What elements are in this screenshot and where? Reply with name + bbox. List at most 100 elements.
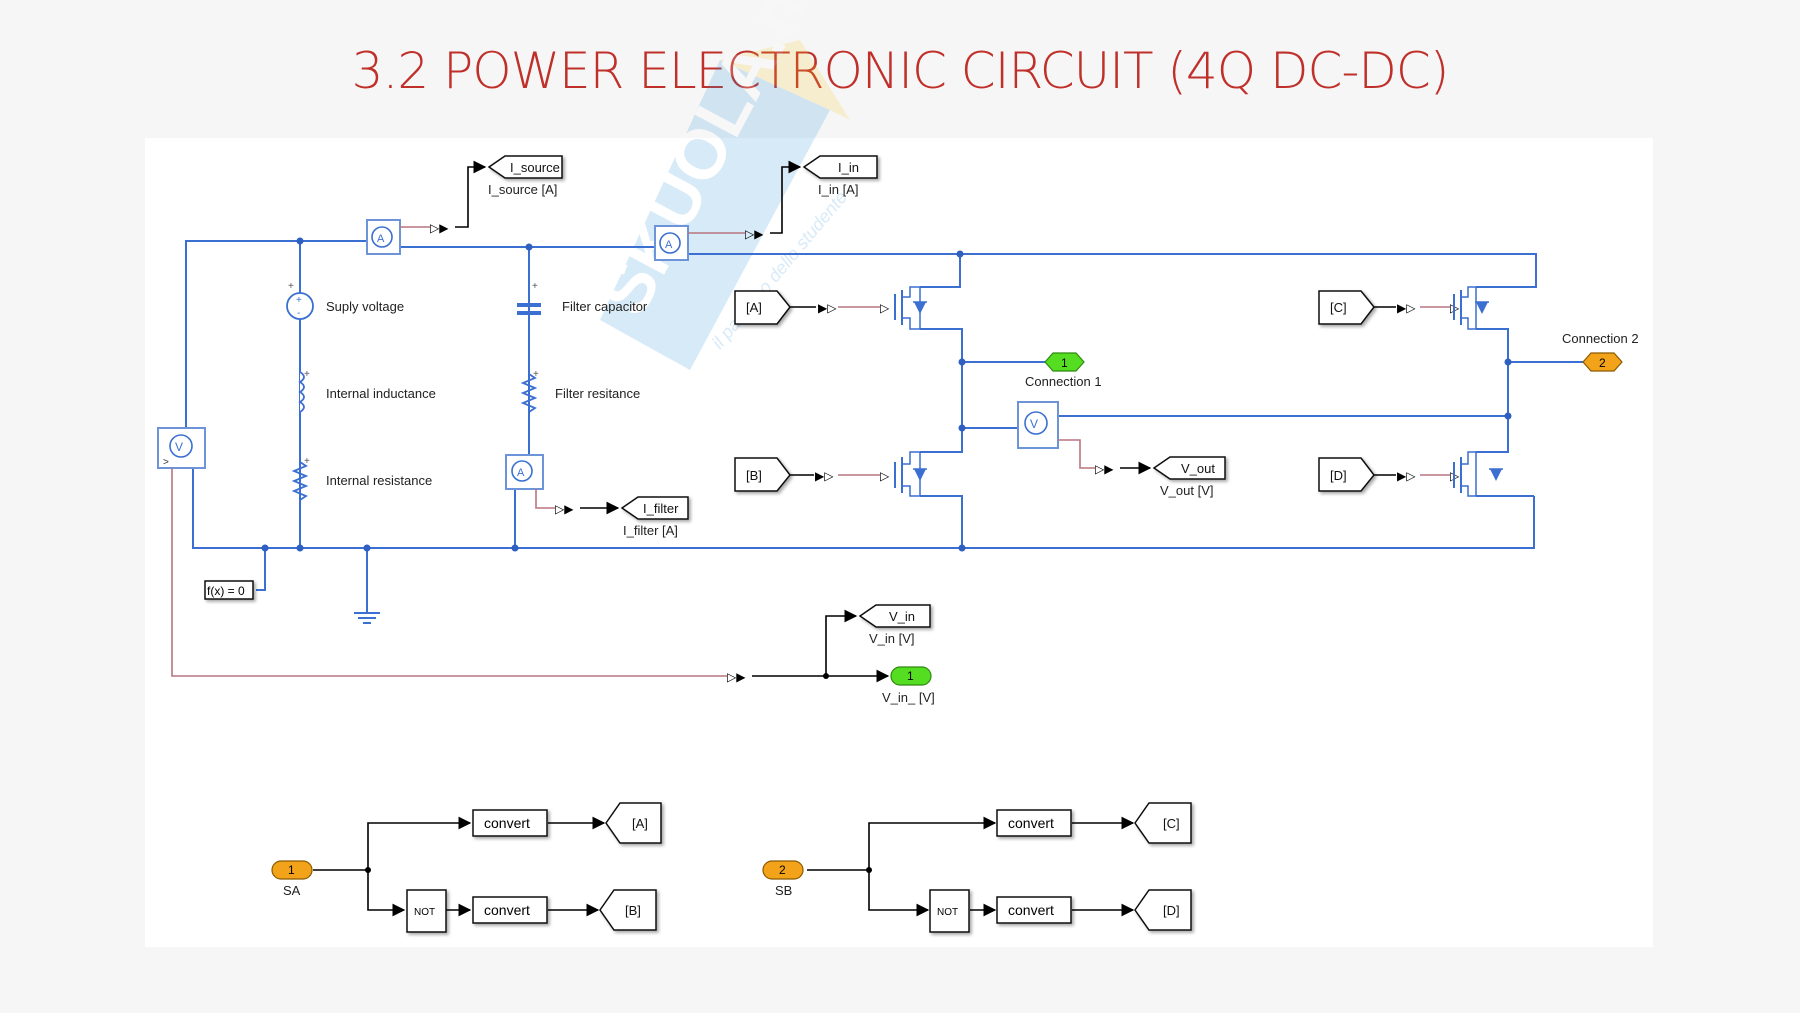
- physical-signal-wires: [171, 226, 1450, 677]
- svg-text:I_source: I_source: [510, 160, 560, 175]
- goto-tag-c[interactable]: [C]: [1134, 802, 1192, 844]
- svg-text:▷: ▷: [880, 469, 890, 483]
- svg-text:convert: convert: [1008, 902, 1054, 918]
- voltage-sensor-in[interactable]: V >: [157, 427, 206, 469]
- svg-text:[D]: [D]: [1330, 468, 1347, 483]
- inport-sb[interactable]: 2: [762, 860, 804, 880]
- svg-text:▷: ▷: [880, 301, 890, 315]
- svg-text:[A]: [A]: [746, 300, 762, 315]
- svg-text:1: 1: [907, 669, 914, 683]
- svg-text:+: +: [532, 281, 538, 292]
- filter-capacitor-label: Filter capacitor: [562, 299, 648, 314]
- svg-text:>: >: [163, 457, 169, 468]
- from-tag-d[interactable]: [D]: [1318, 457, 1375, 492]
- current-sensor-source[interactable]: A: [366, 219, 401, 255]
- goto-tag-b[interactable]: [B]: [599, 889, 657, 931]
- supply-voltage-source[interactable]: + - +: [286, 281, 314, 320]
- svg-text:▶▷: ▶▷: [1397, 301, 1416, 315]
- convert-block-c[interactable]: convert: [996, 809, 1072, 837]
- svg-text:2: 2: [1599, 356, 1606, 370]
- goto-tag-a[interactable]: [A]: [605, 802, 662, 844]
- goto-i-source[interactable]: I_source: [487, 155, 563, 179]
- svg-text:1: 1: [1061, 356, 1068, 370]
- not-block-b[interactable]: NOT: [406, 889, 447, 933]
- mosfet-switch-b[interactable]: [894, 451, 927, 497]
- svg-text:+: +: [304, 456, 310, 467]
- svg-text:▷▶: ▷▶: [745, 227, 764, 241]
- internal-inductance-label: Internal inductance: [326, 386, 436, 401]
- outport-v-in[interactable]: 1: [890, 666, 932, 686]
- goto-v-out[interactable]: V_out: [1152, 456, 1226, 480]
- solver-config-label: f(x) = 0: [207, 584, 245, 598]
- svg-text:▷▶: ▷▶: [1095, 462, 1114, 476]
- goto-i-in[interactable]: I_in: [802, 155, 878, 179]
- svg-text:▶▷: ▶▷: [1397, 469, 1416, 483]
- svg-text:▷▶: ▷▶: [555, 502, 574, 516]
- svg-text:V_in: V_in: [889, 609, 915, 624]
- from-tag-b[interactable]: [B]: [734, 457, 791, 492]
- ground-icon[interactable]: [354, 612, 380, 624]
- svg-text:NOT: NOT: [937, 907, 958, 918]
- from-tag-c[interactable]: [C]: [1318, 290, 1375, 325]
- svg-text:-: -: [297, 308, 300, 319]
- svg-text:+: +: [304, 369, 310, 380]
- inport-sa-label: SA: [283, 883, 301, 898]
- capacitor-icon[interactable]: +: [517, 281, 541, 315]
- svg-text:1: 1: [288, 863, 295, 877]
- electrical-wires: [185, 240, 1583, 612]
- i-filter-caption: I_filter [A]: [623, 523, 678, 538]
- goto-i-filter[interactable]: I_filter: [620, 496, 689, 520]
- inport-sb-label: SB: [775, 883, 792, 898]
- svg-text:[B]: [B]: [625, 903, 641, 918]
- i-in-caption: I_in [A]: [818, 182, 858, 197]
- convert-block-d[interactable]: convert: [996, 896, 1072, 924]
- svg-text:▷▶: ▷▶: [430, 221, 449, 235]
- svg-text:V: V: [1030, 417, 1038, 431]
- svg-text:I_in: I_in: [838, 160, 859, 175]
- svg-text:A: A: [517, 467, 525, 479]
- convert-block-a[interactable]: convert: [472, 809, 548, 837]
- resistor-icon[interactable]: +: [291, 456, 310, 501]
- current-sensor-filter[interactable]: A: [505, 454, 544, 490]
- watermark: SKUOLA.net il paradiso dello studente: [584, 0, 851, 370]
- diagram-canvas: [145, 138, 1653, 947]
- current-sensor-in[interactable]: A: [654, 225, 689, 261]
- mosfet-switch-a[interactable]: [894, 286, 927, 330]
- svg-text:2: 2: [779, 863, 786, 877]
- junctions: [261, 237, 1512, 552]
- inport-sa[interactable]: 1: [271, 860, 313, 880]
- inductor-icon[interactable]: +: [298, 369, 310, 413]
- convert-block-b[interactable]: convert: [472, 896, 548, 924]
- filter-resistor-icon[interactable]: +: [520, 369, 539, 413]
- svg-text:I_filter: I_filter: [643, 501, 679, 516]
- mosfet-switch-d[interactable]: [1453, 451, 1503, 497]
- connection-port-2[interactable]: 2: [1582, 352, 1623, 372]
- voltage-sensor-out[interactable]: V: [1017, 401, 1059, 449]
- svg-text:convert: convert: [1008, 815, 1054, 831]
- solver-configuration-block[interactable]: f(x) = 0: [204, 580, 254, 600]
- v-in-caption: V_in [V]: [869, 631, 915, 646]
- internal-resistance-label: Internal resistance: [326, 473, 432, 488]
- mosfet-switch-c[interactable]: [1453, 286, 1489, 330]
- goto-v-in[interactable]: V_in: [858, 604, 931, 628]
- slide-title: 3.2 POWER ELECTRONIC CIRCUIT (4Q DC-DC): [351, 42, 1450, 100]
- connection-2-label: Connection 2: [1562, 331, 1639, 346]
- connection-1-label: Connection 1: [1025, 374, 1102, 389]
- svg-text:V: V: [175, 440, 183, 454]
- filter-resistance-label: Filter resitance: [555, 386, 640, 401]
- not-block-d[interactable]: NOT: [929, 889, 970, 933]
- supply-voltage-label: Suply voltage: [326, 299, 404, 314]
- svg-text:[A]: [A]: [632, 816, 648, 831]
- svg-text:▶▷: ▶▷: [818, 301, 837, 315]
- from-tag-a[interactable]: [A]: [734, 290, 791, 325]
- v-out-caption: V_out [V]: [1160, 483, 1213, 498]
- outport-v-in-label: V_in_ [V]: [882, 690, 935, 705]
- logic-wires: [313, 816, 1135, 917]
- svg-text:+: +: [533, 369, 539, 380]
- svg-text:convert: convert: [484, 902, 530, 918]
- goto-tag-d[interactable]: [D]: [1134, 889, 1192, 931]
- svg-text:V_out: V_out: [1181, 461, 1215, 476]
- svg-text:▶▷: ▶▷: [815, 469, 834, 483]
- connection-port-1[interactable]: 1: [1044, 352, 1085, 372]
